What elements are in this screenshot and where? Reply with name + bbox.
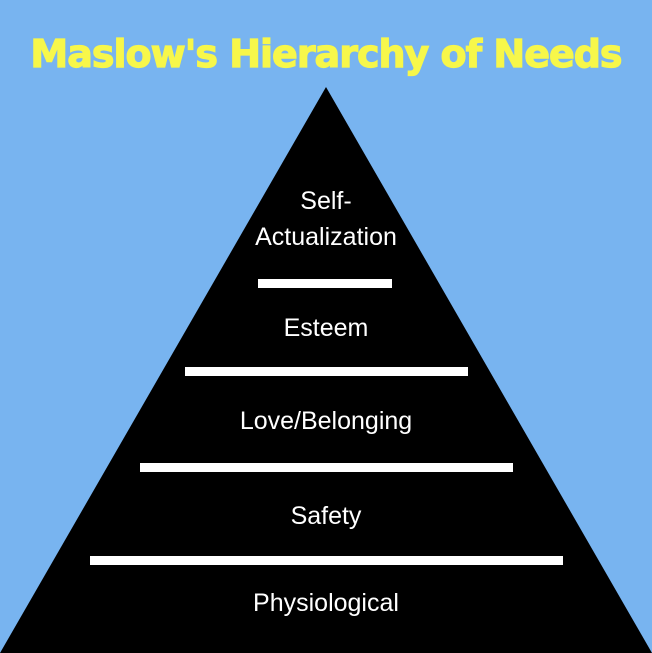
- level-physiological: Physiological: [253, 589, 399, 617]
- separator-self-esteem: [258, 279, 392, 288]
- level-self-actualization-line2: Actualization: [255, 223, 397, 251]
- level-safety: Safety: [290, 502, 362, 530]
- diagram-title: Maslow's Hierarchy of Needs: [30, 31, 623, 76]
- level-love-belonging: Love/Belonging: [239, 407, 413, 435]
- separator-esteem-love: [185, 367, 468, 376]
- level-self-actualization: Self- Actualization: [0, 183, 652, 255]
- separator-safety-physiological: [90, 556, 563, 565]
- level-esteem: Esteem: [283, 314, 369, 342]
- level-self-actualization-line1: Self-: [300, 187, 352, 215]
- separator-love-safety: [140, 463, 513, 472]
